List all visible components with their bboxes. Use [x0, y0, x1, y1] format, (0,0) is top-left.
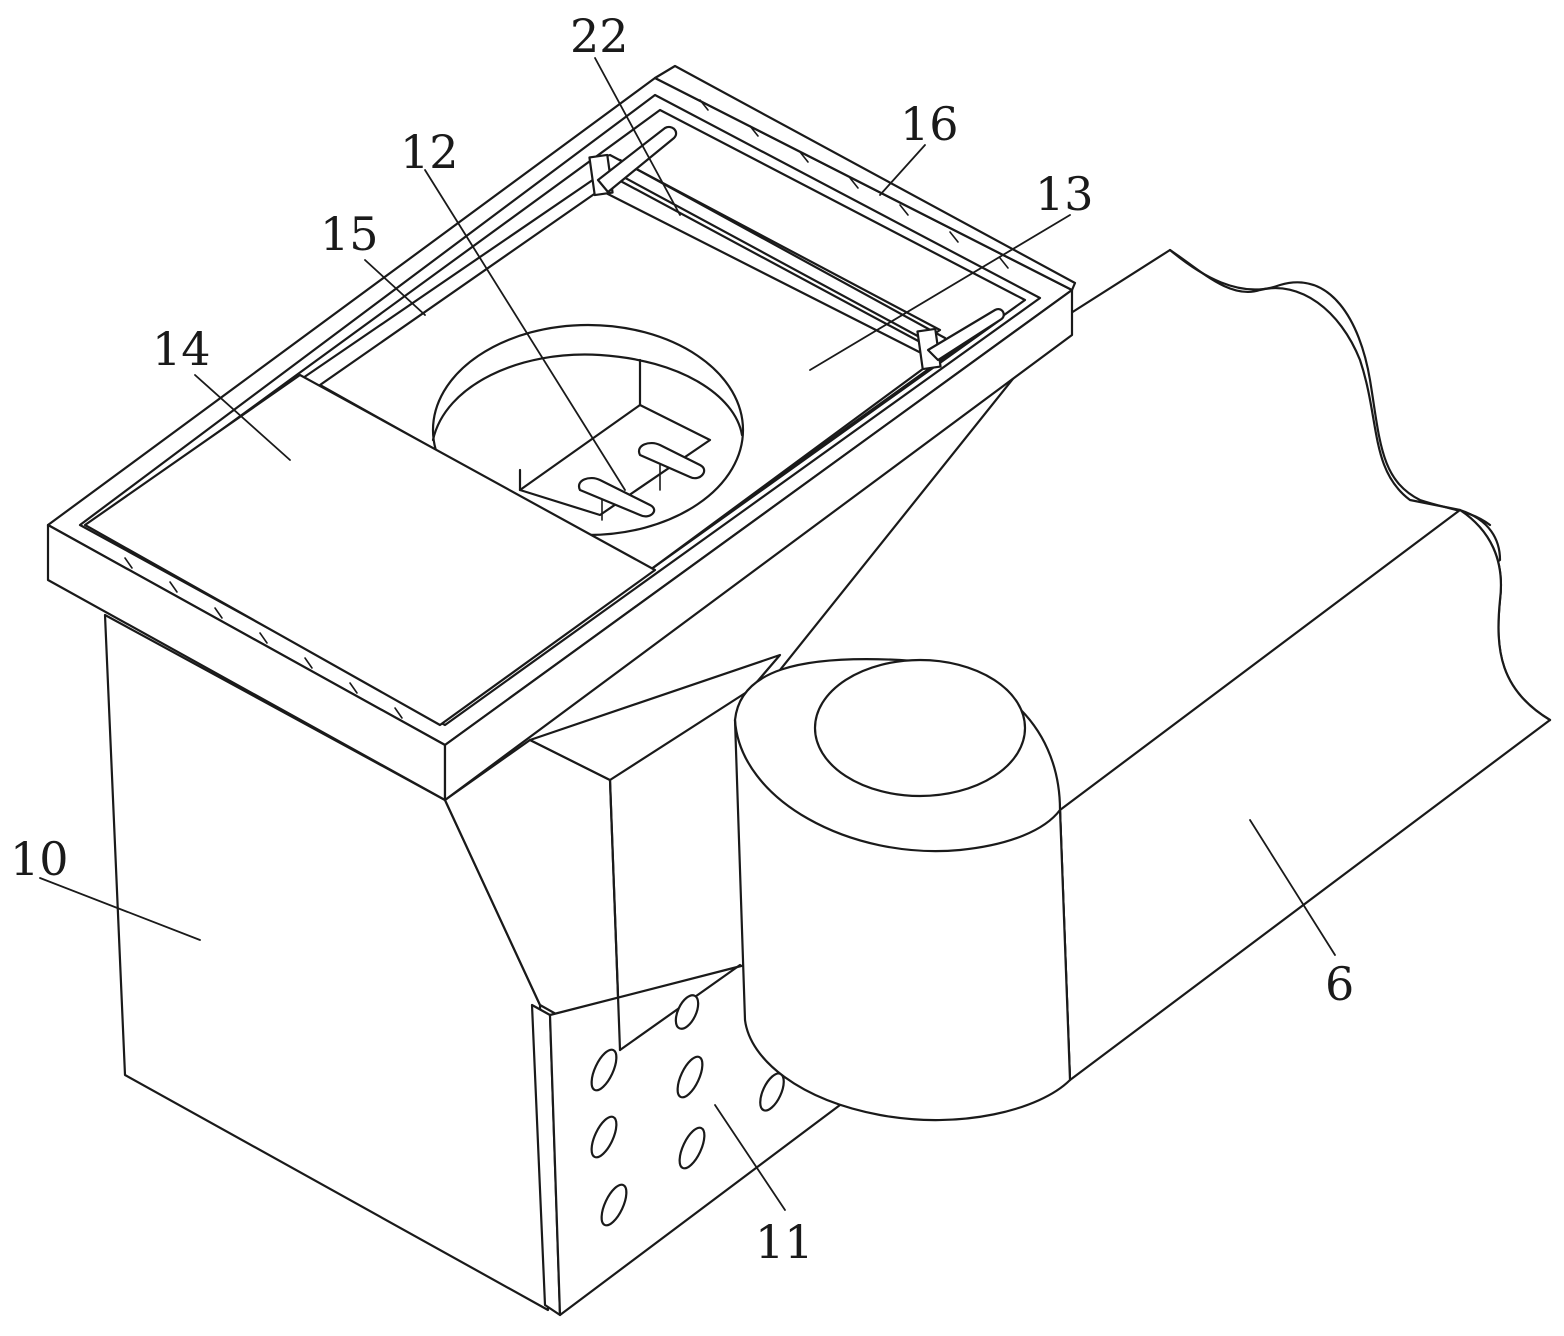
label-11: 11	[755, 1215, 814, 1269]
label-15: 15	[320, 207, 379, 261]
pivot-cylinder	[735, 659, 1070, 1120]
label-13: 13	[1035, 167, 1094, 221]
label-10: 10	[10, 832, 69, 886]
label-6: 6	[1325, 957, 1354, 1011]
label-22: 22	[570, 9, 629, 63]
label-14: 14	[152, 322, 211, 376]
label-12: 12	[400, 125, 459, 179]
label-16: 16	[900, 97, 959, 151]
